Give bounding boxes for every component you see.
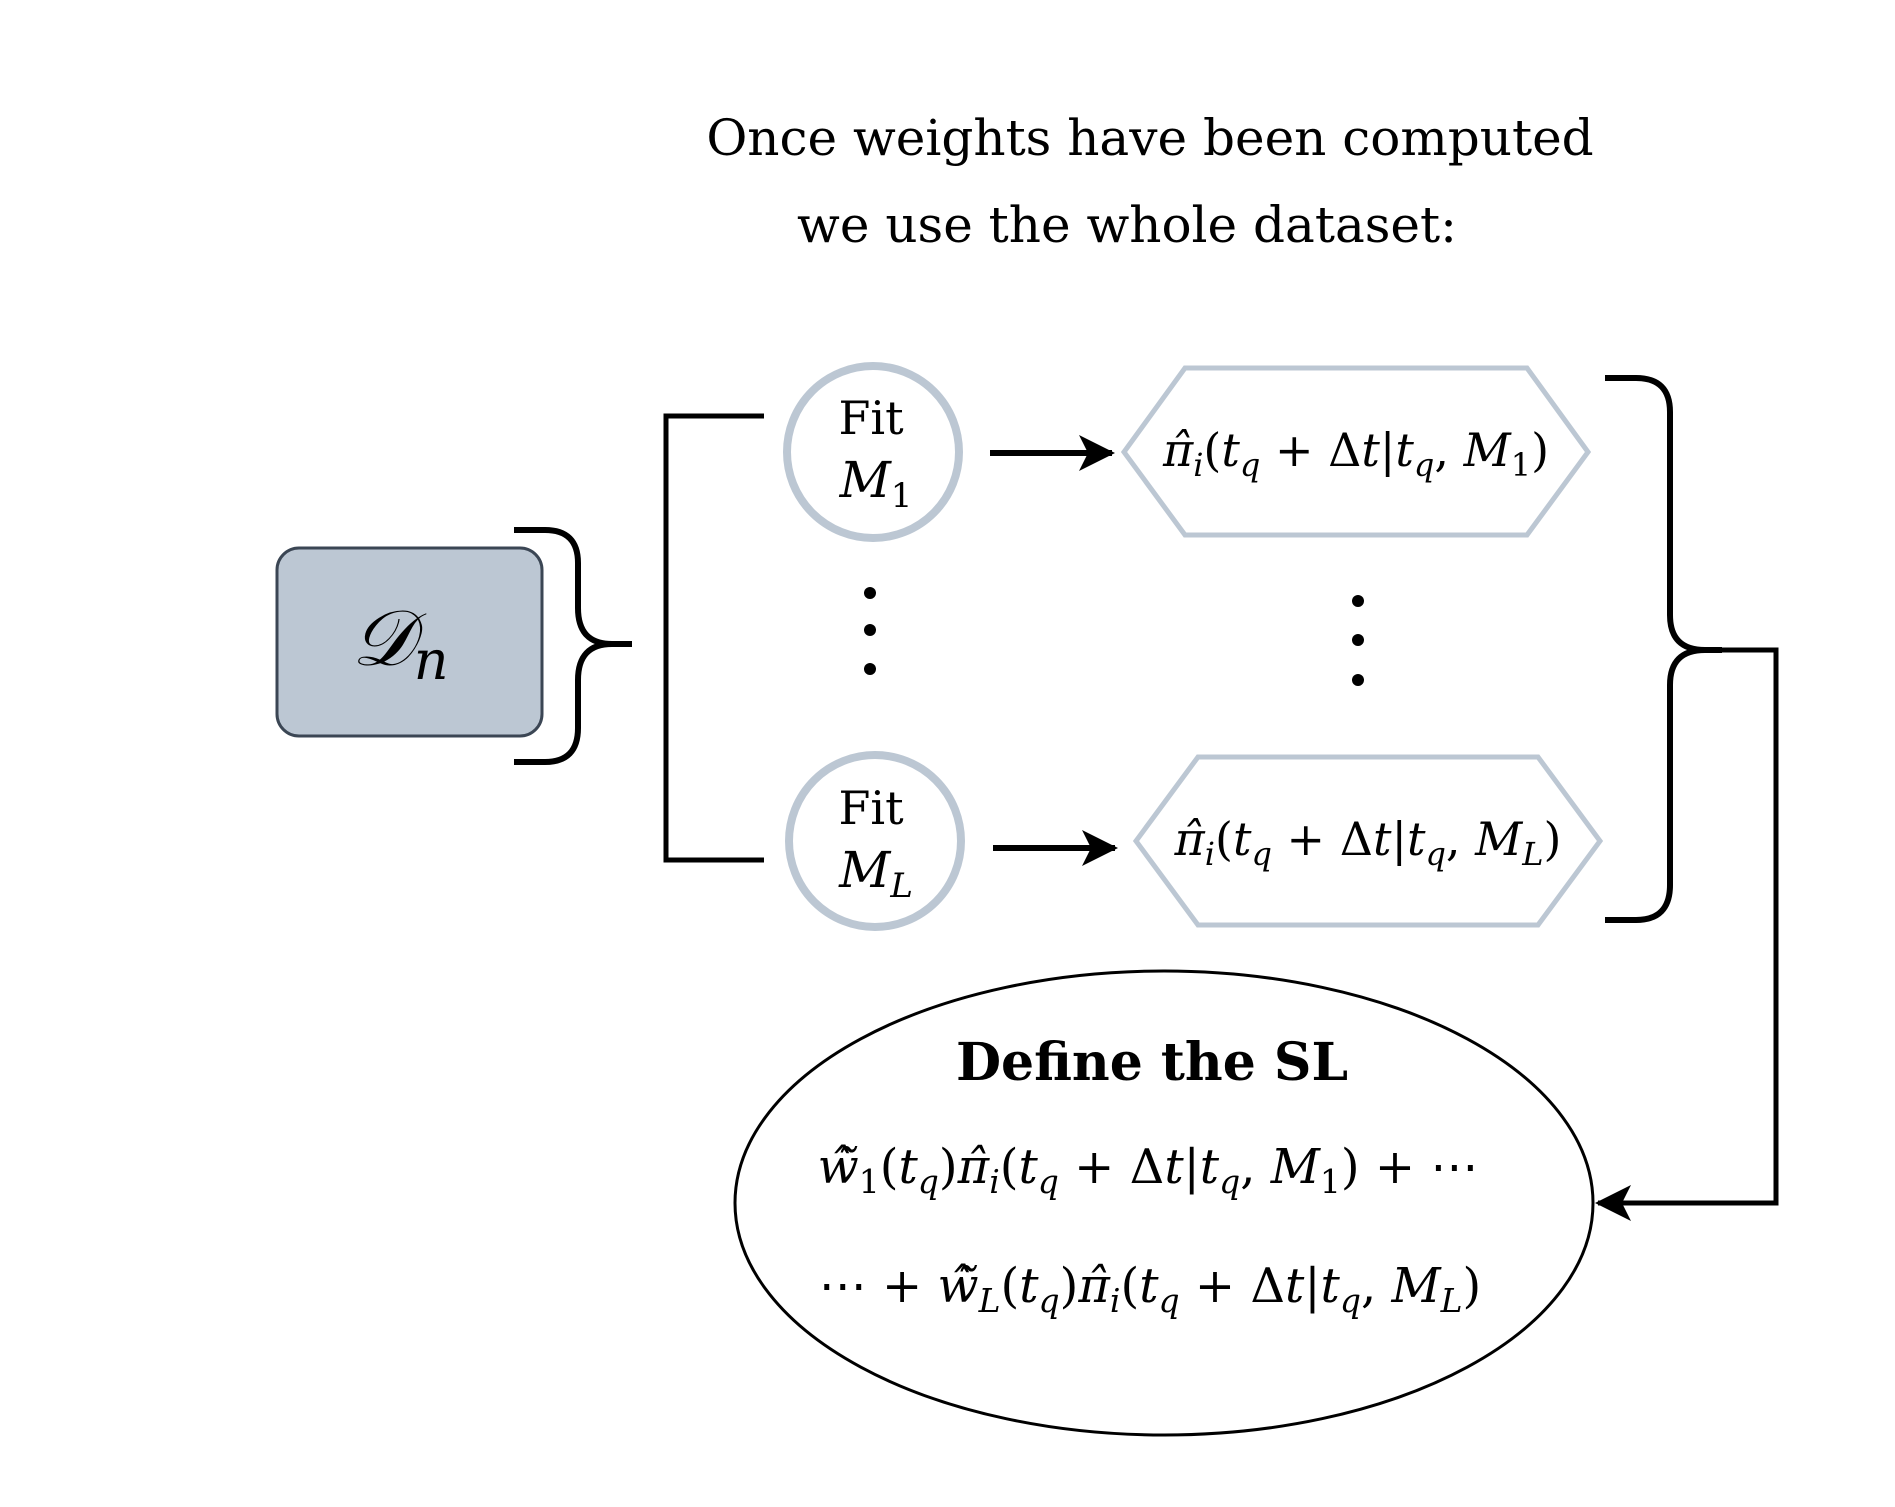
- fit-bracket: [663, 413, 764, 863]
- prediction-ml-node: [1132, 754, 1604, 928]
- fit-ml-node: [785, 751, 965, 931]
- superlearner-formula-line-2: ⋯ + ŵ̃L(tq)π̂i(tq + Δt|tq, ML): [819, 1258, 1482, 1320]
- superlearner-title: Define the SL: [956, 1032, 1348, 1093]
- prediction-m1-formula: π̂i(tq + Δt|tq, M1): [1162, 423, 1549, 484]
- prediction-brace: [1605, 375, 1722, 923]
- arrow-to-superlearner: [1595, 647, 1779, 1221]
- superlearner-node: [733, 969, 1595, 1437]
- dataset-box: [275, 546, 544, 738]
- heading-line-2: we use the whole dataset:: [797, 196, 1457, 254]
- fit-m1-node: [783, 362, 963, 542]
- fit-m1-label: Fit: [838, 391, 904, 445]
- prediction-m1-node: [1120, 365, 1592, 538]
- fit-ellipsis-dots: [864, 587, 876, 675]
- heading-line-1: Once weights have been computed: [706, 109, 1593, 167]
- fit-m1-model: M1: [839, 451, 913, 516]
- fit-ml-model: ML: [838, 841, 913, 906]
- prediction-ellipsis-dots: [1352, 595, 1364, 686]
- dataset-brace: [514, 527, 632, 765]
- prediction-ml-formula: π̂i(tq + Δt|tq, ML): [1174, 812, 1562, 873]
- dataset-subscript: n: [414, 629, 449, 692]
- superlearner-formula-line-1: ŵ̃1(tq)π̂i(tq + Δt|tq, M1) + ⋯: [818, 1139, 1479, 1201]
- fit-ml-label: Fit: [838, 781, 904, 835]
